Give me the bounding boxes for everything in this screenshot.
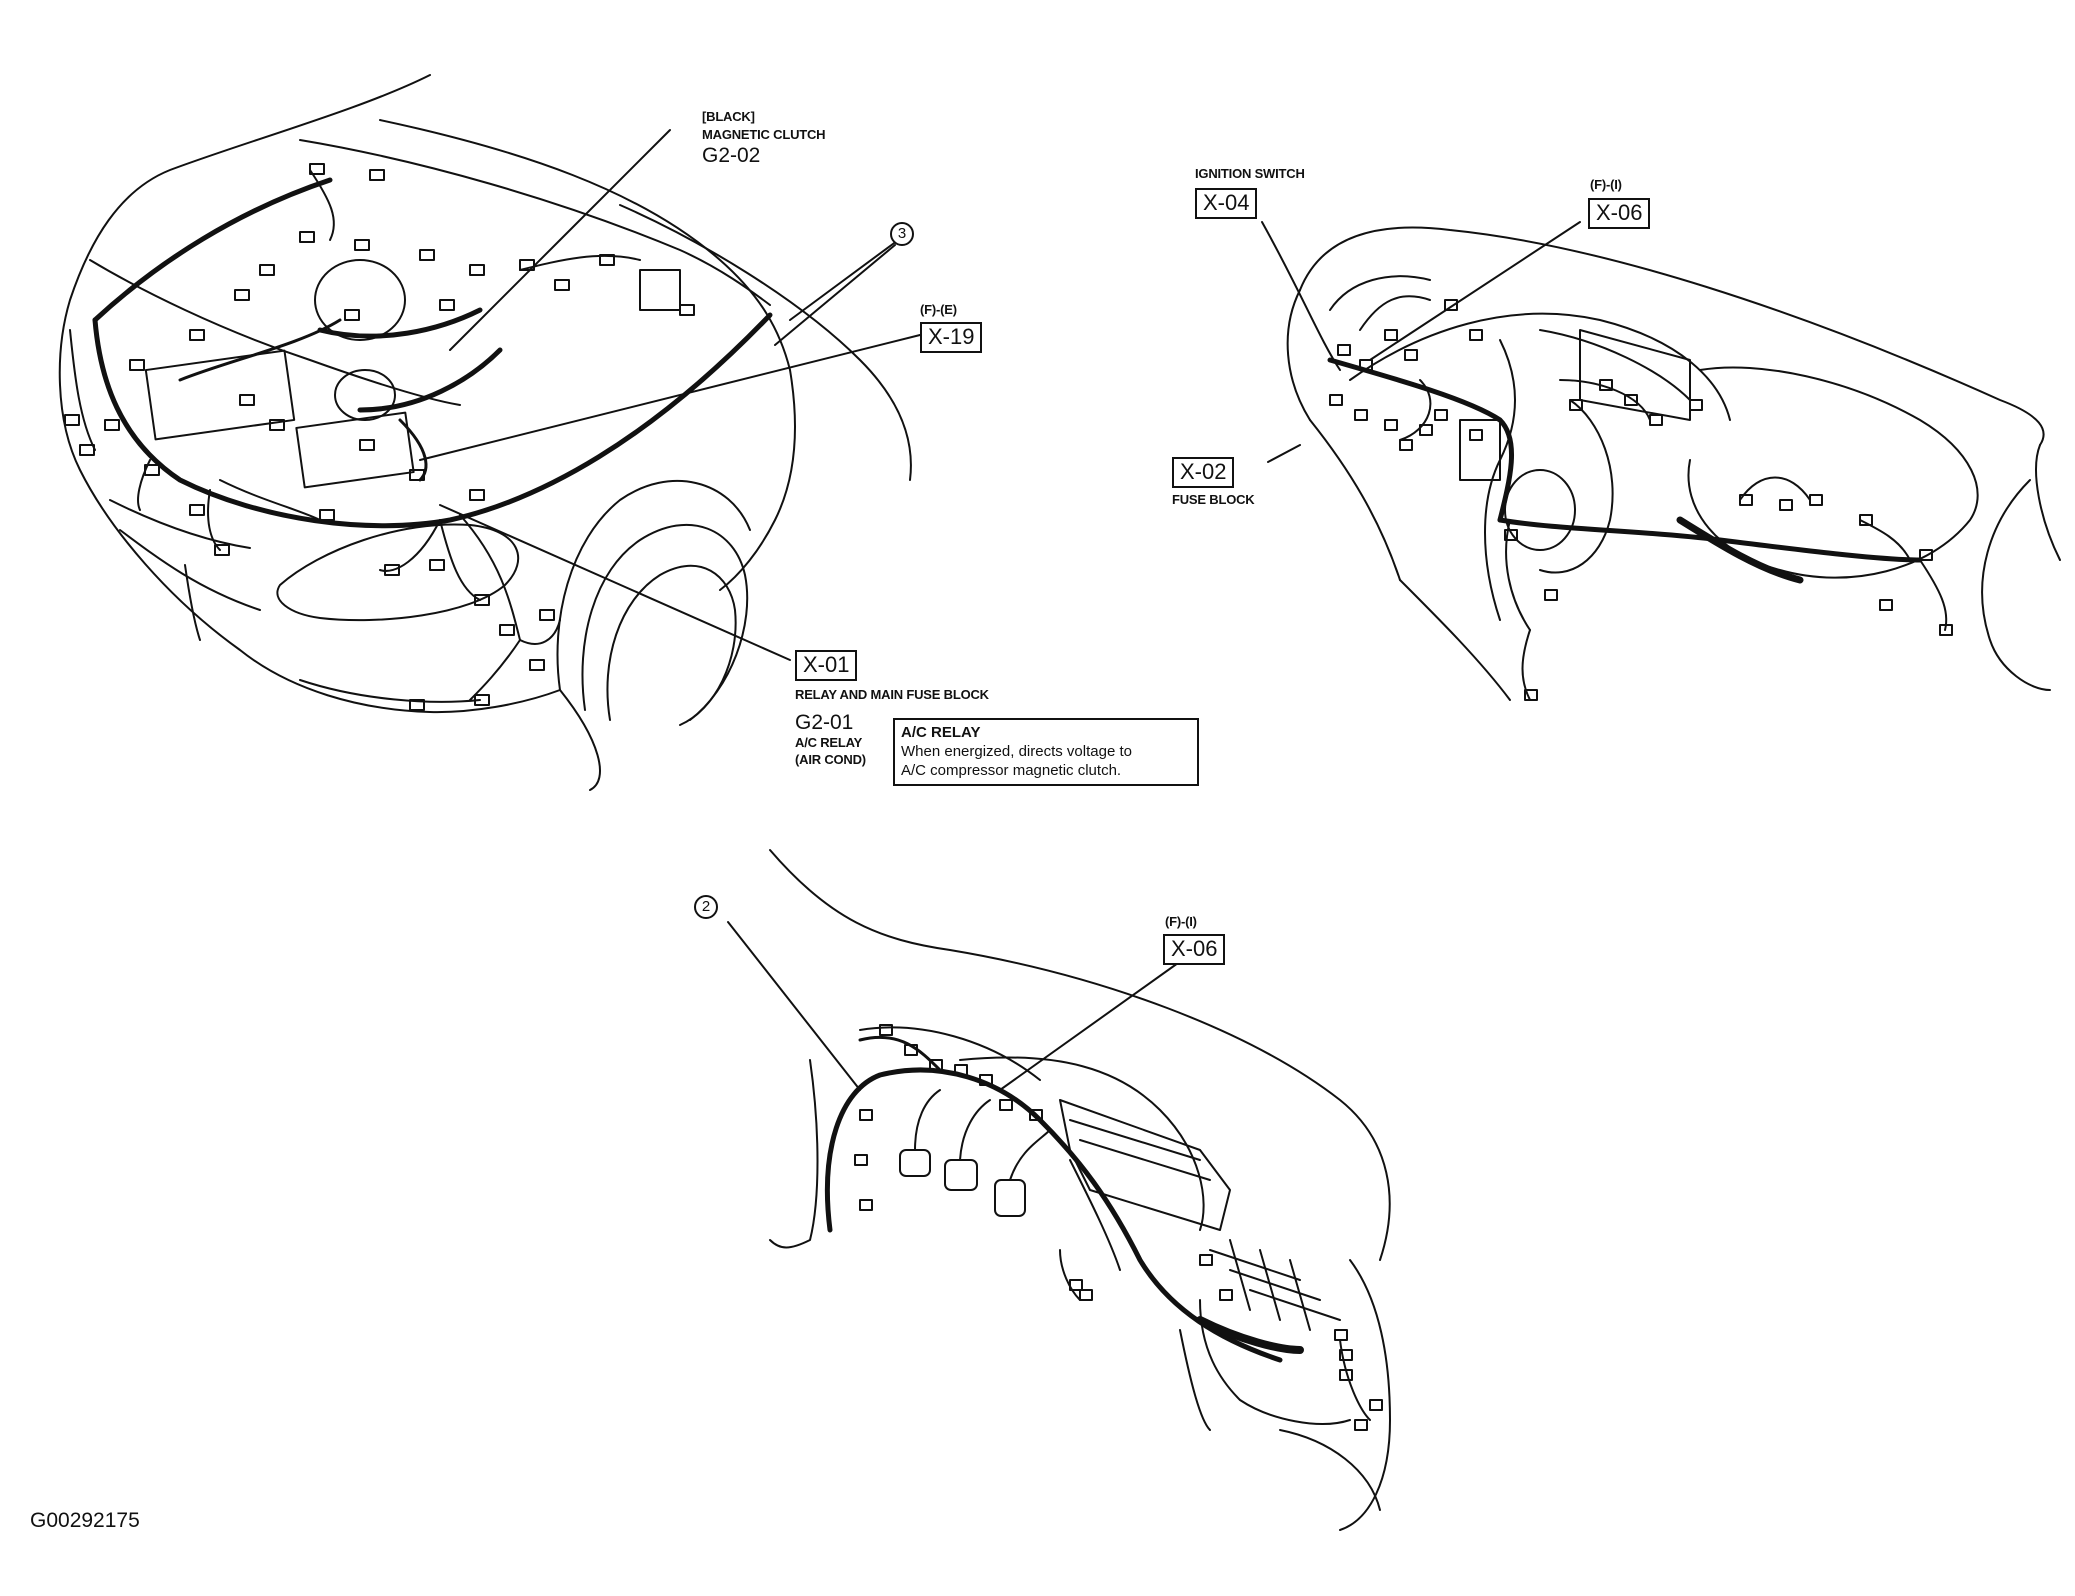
x06-footwell-connector-code: X-06 (1163, 934, 1226, 965)
ac-relay-note-line1: When energized, directs voltage to (901, 742, 1132, 760)
x02-connector-code: X-02 (1172, 457, 1235, 488)
callout-3: 3 (890, 222, 914, 246)
g201-name-line1: A/C RELAY (795, 735, 863, 750)
magnetic-clutch-name: MAGNETIC CLUTCH (702, 127, 826, 142)
x06-footwell-sub-label: (F)-(I) (1165, 914, 1197, 929)
footwell-view (727, 849, 1391, 1531)
engine-compartment-view (58, 74, 921, 791)
g201-code: G2-01 (795, 711, 854, 734)
x19-connector-code: X-19 (920, 322, 983, 353)
ac-relay-note: A/C RELAY When energized, directs voltag… (893, 718, 1199, 787)
ac-relay-note-line2: A/C compressor magnetic clutch. (901, 761, 1122, 779)
x06-dash-connector-code: X-06 (1588, 198, 1651, 229)
x06-dash-sub-label: (F)-(I) (1590, 177, 1622, 192)
x02-name: FUSE BLOCK (1172, 492, 1255, 507)
g201-name-line2: (AIR COND) (795, 752, 866, 767)
x19-sub-label: (F)-(E) (920, 302, 957, 317)
magnetic-clutch-color: [BLACK] (702, 109, 755, 124)
x04-connector-code: X-04 (1195, 188, 1258, 219)
callout-2: 2 (694, 895, 718, 919)
dashboard-view (1261, 221, 2061, 701)
ac-relay-note-title: A/C RELAY (901, 724, 981, 741)
magnetic-clutch-code: G2-02 (702, 144, 761, 167)
figure-id: G00292175 (30, 1509, 140, 1532)
x01-name: RELAY AND MAIN FUSE BLOCK (795, 687, 989, 702)
ignition-switch-name: IGNITION SWITCH (1195, 166, 1305, 181)
x01-connector-code: X-01 (795, 650, 858, 681)
